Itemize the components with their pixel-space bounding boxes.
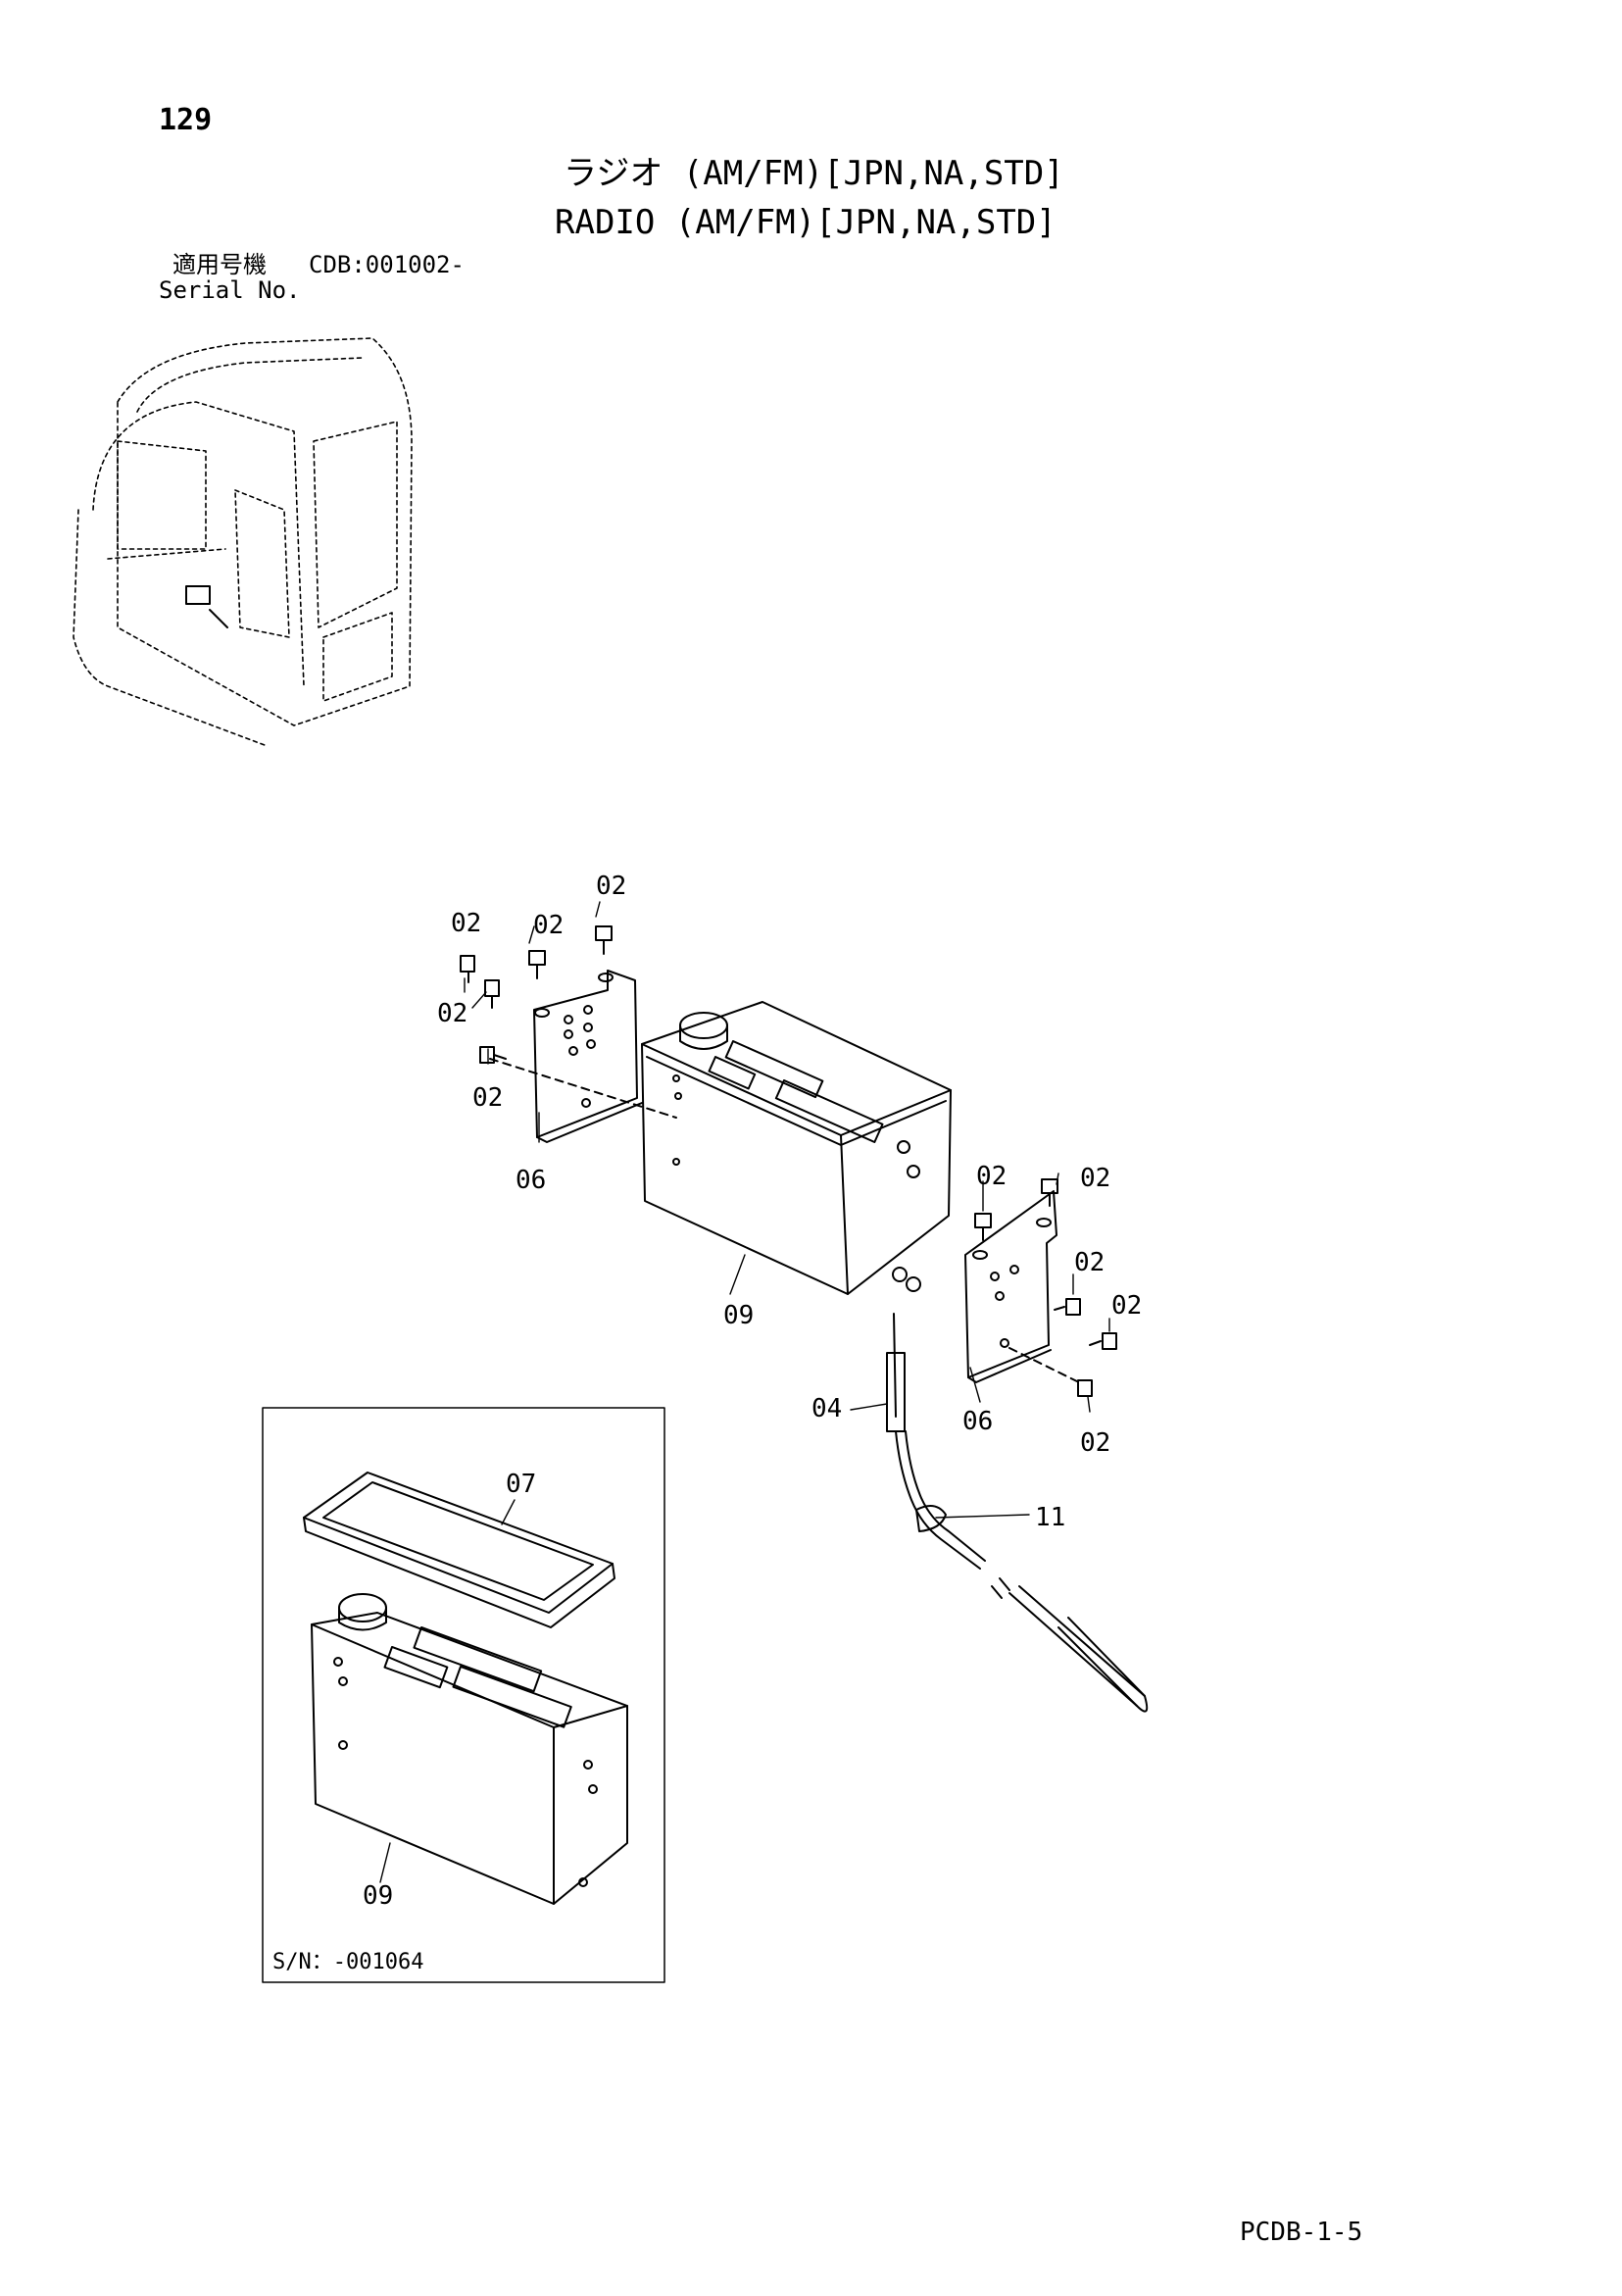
antenna-cable xyxy=(886,1313,1149,1713)
callout-09: 09 xyxy=(723,1301,754,1330)
cab-overview-illustration xyxy=(73,337,413,746)
inset-frame xyxy=(262,1407,665,1983)
callout-02: 02 xyxy=(596,872,626,901)
title-english: RADIO (AM/FM)[JPN,NA,STD] xyxy=(555,203,1057,242)
radio-unit-old xyxy=(311,1593,628,1905)
callout-02: 02 xyxy=(1111,1291,1142,1321)
document-code: PCDB-1-5 xyxy=(1240,2218,1363,2247)
callout-02: 02 xyxy=(533,911,564,940)
callout-09: 09 xyxy=(363,1881,393,1911)
callout-06: 06 xyxy=(516,1166,546,1195)
radio-lid xyxy=(303,1472,615,1628)
callout-02: 02 xyxy=(1080,1428,1110,1458)
callout-07: 07 xyxy=(506,1470,536,1499)
radio-location-marker xyxy=(185,585,228,628)
left-bracket xyxy=(533,970,643,1143)
page-number: 129 xyxy=(159,103,213,137)
callout-02: 02 xyxy=(1074,1248,1105,1277)
callout-02: 02 xyxy=(451,909,481,938)
serial-label-japanese: 適用号機 xyxy=(172,251,267,278)
callout-02: 02 xyxy=(976,1162,1007,1191)
callout-02: 02 xyxy=(437,999,467,1028)
screw-02 xyxy=(974,1178,1117,1397)
title-japanese: ラジオ (AM/FM)[JPN,NA,STD] xyxy=(564,154,1064,193)
callout-06: 06 xyxy=(962,1407,993,1436)
inset-serial-note: S/N：-001064 xyxy=(272,1950,423,1974)
right-bracket xyxy=(964,1190,1057,1383)
callout-02: 02 xyxy=(472,1083,503,1113)
callout-04: 04 xyxy=(811,1394,842,1423)
radio-unit xyxy=(641,1001,952,1295)
screw-02 xyxy=(460,925,613,1064)
serial-label-english: Serial No. xyxy=(159,276,301,304)
callout-02: 02 xyxy=(1080,1164,1110,1193)
serial-range: CDB:001002- xyxy=(309,251,465,278)
callout-11: 11 xyxy=(1035,1503,1065,1532)
